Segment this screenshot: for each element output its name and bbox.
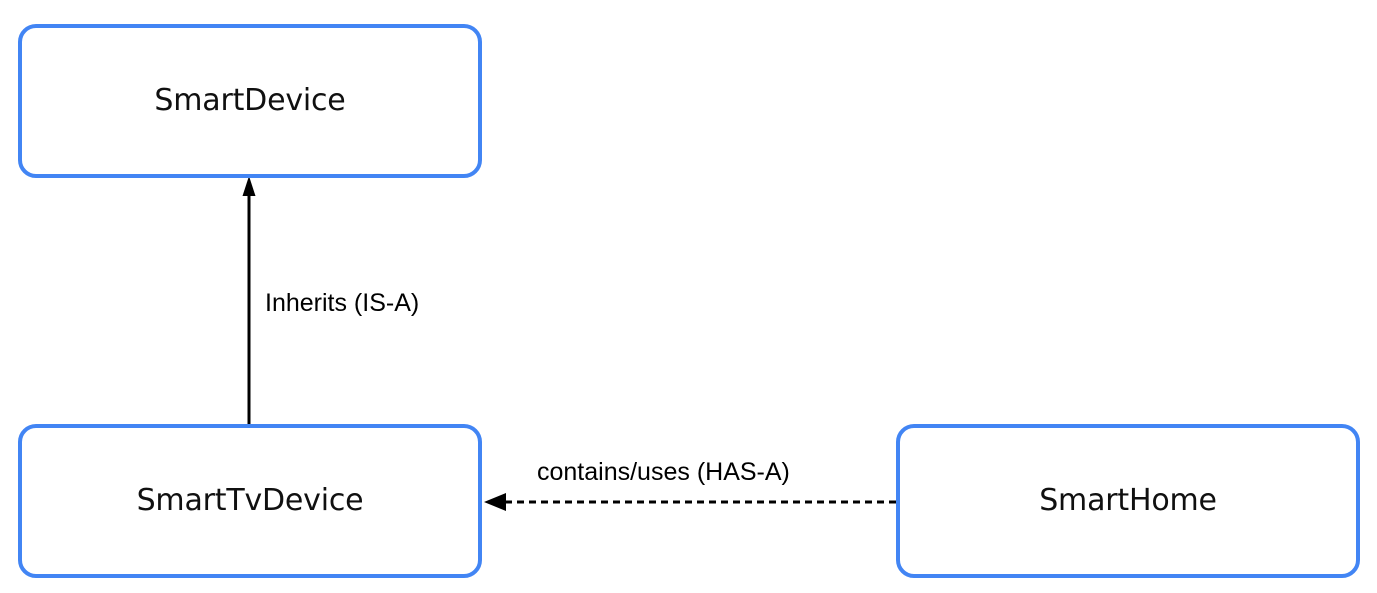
class-node-label: SmartDevice — [154, 83, 346, 118]
edge-label-inherits: Inherits (IS-A) — [265, 289, 420, 317]
class-node-smarttvdevice[interactable]: SmartTvDevice — [18, 424, 482, 578]
edge-inherits-arrowhead — [242, 176, 256, 196]
edge-contains-arrowhead — [484, 493, 506, 511]
edge-label-contains: contains/uses (HAS-A) — [537, 458, 790, 486]
edge-contains-has-a — [484, 493, 896, 511]
class-node-label: SmartHome — [1039, 483, 1217, 518]
class-node-label: SmartTvDevice — [136, 483, 364, 518]
edge-inherits-is-a — [242, 176, 256, 424]
class-node-smartdevice[interactable]: SmartDevice — [18, 24, 482, 178]
class-node-smarthome[interactable]: SmartHome — [896, 424, 1360, 578]
